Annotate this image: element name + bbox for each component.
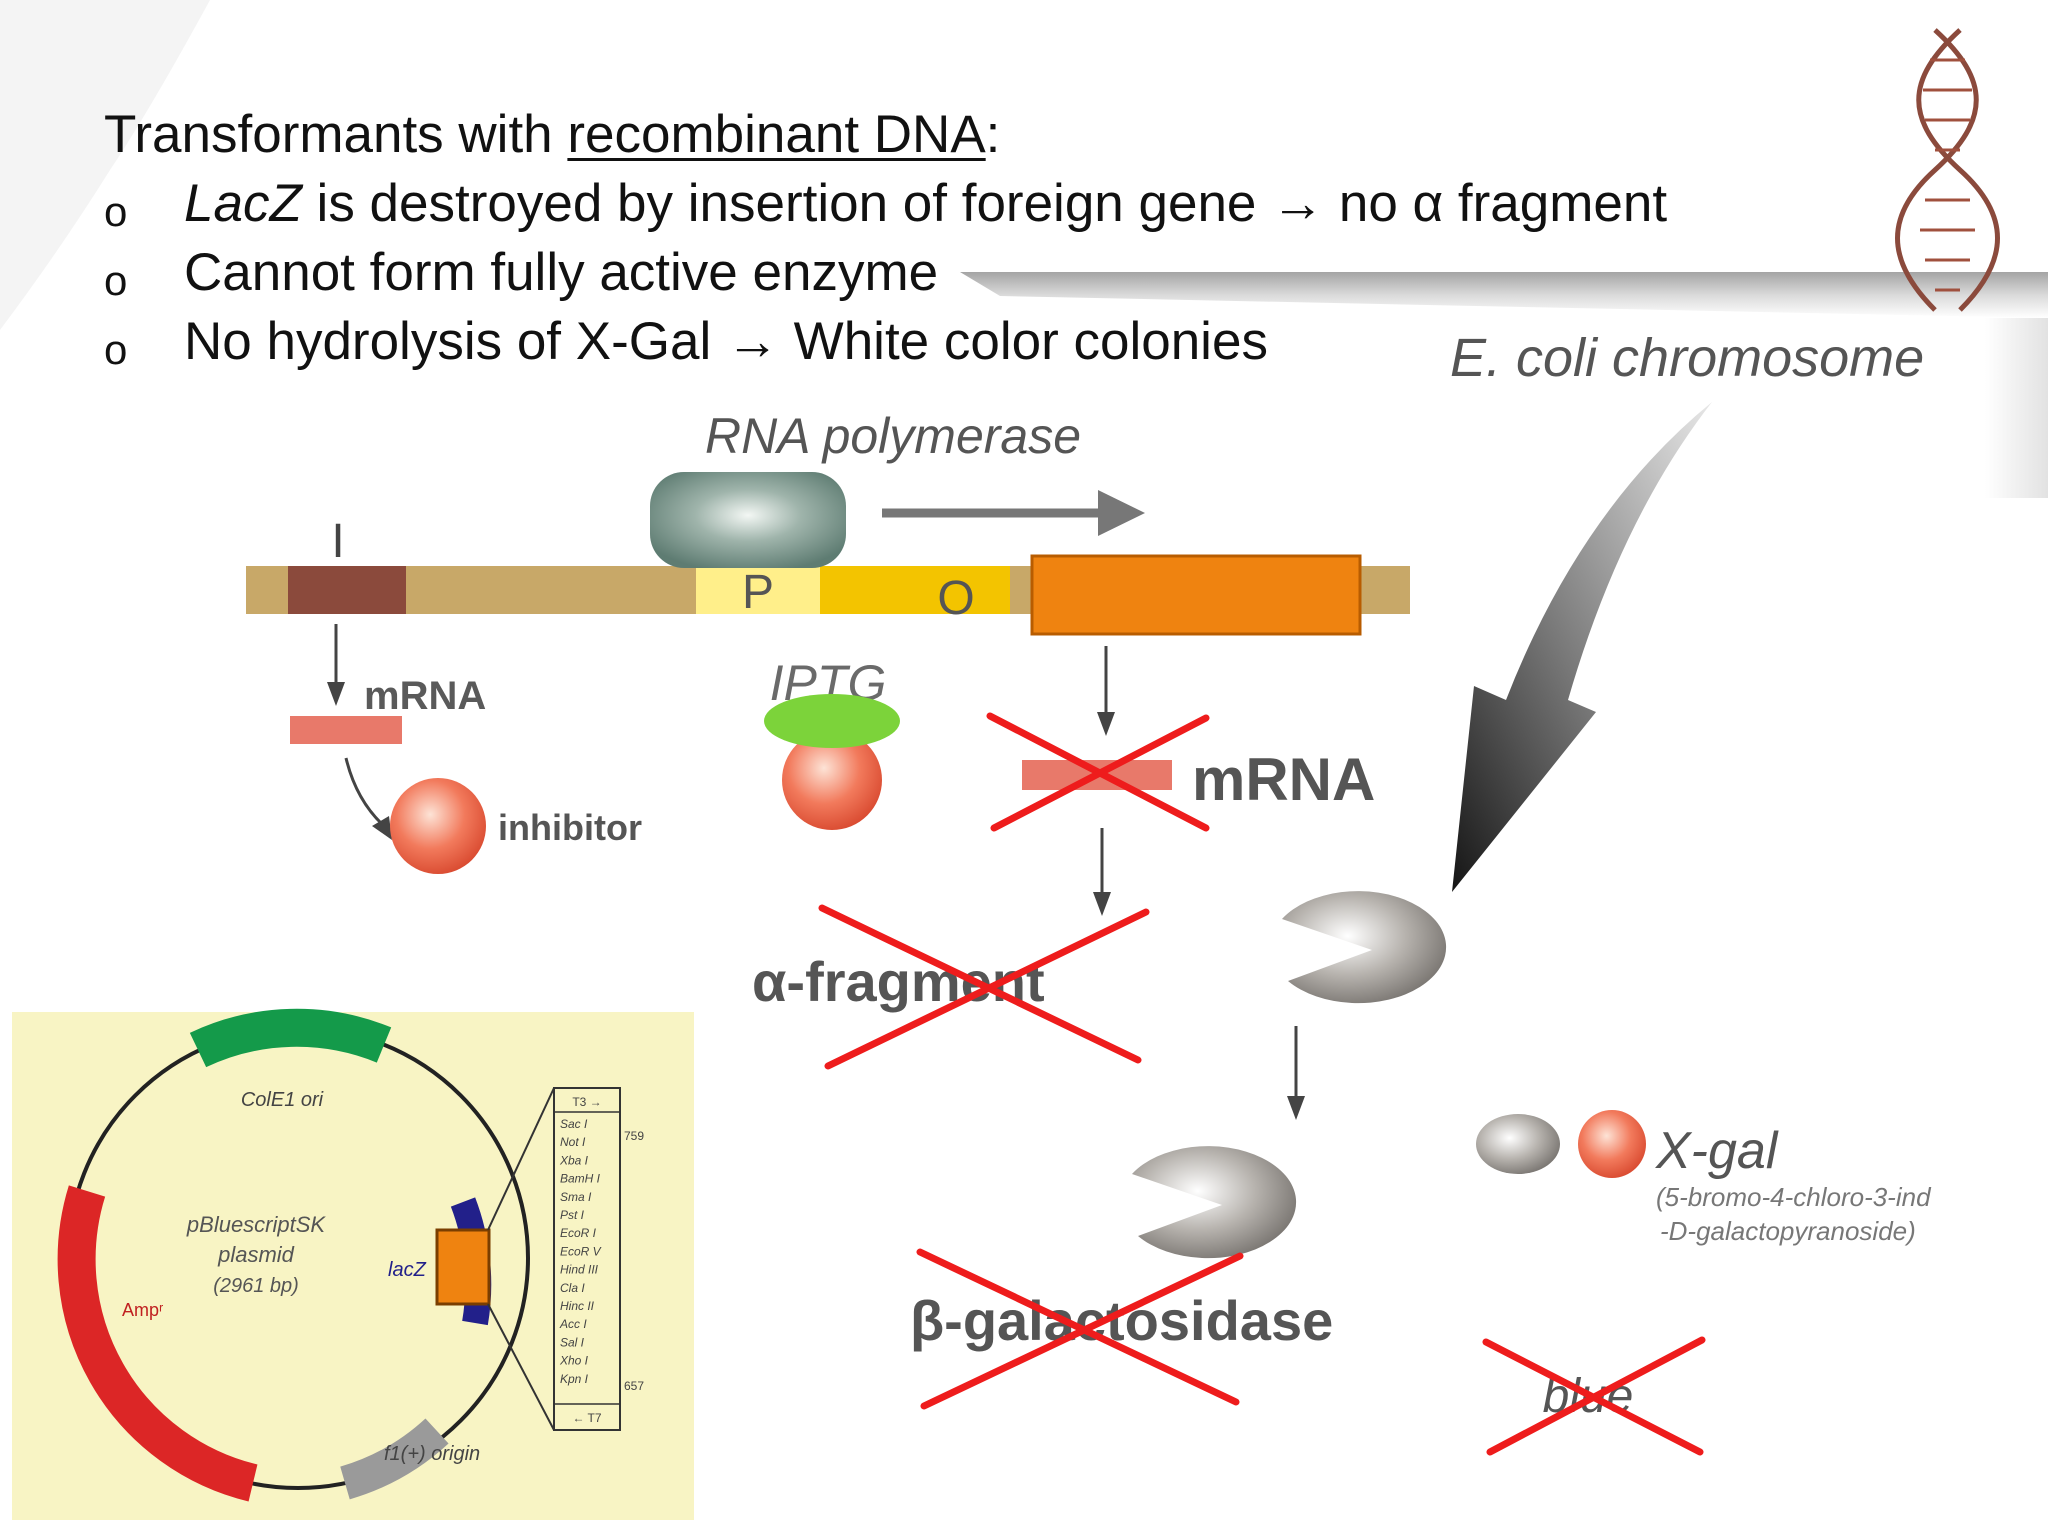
heading-suffix: : — [985, 105, 1001, 164]
big-curved-arrow-icon — [1452, 402, 1712, 892]
mrna-right-label: mRNA — [1192, 746, 1375, 813]
mcs-pos-top: 759 — [624, 1129, 644, 1143]
xgal-orange-half — [1578, 1110, 1646, 1178]
inhibitor-label: inhibitor — [498, 807, 642, 848]
bullet-1: o LacZ is destroyed by insertion of fore… — [104, 169, 1667, 238]
transcription-arrow-icon — [1098, 490, 1145, 536]
cross-alpha-icon — [818, 904, 1150, 1070]
heading-prefix: Transformants with — [104, 105, 568, 164]
mcs-site: Hind III — [560, 1263, 599, 1277]
plasmid-background — [12, 1012, 694, 1520]
xgal-grey-half — [1476, 1114, 1560, 1174]
gene-i-block — [288, 566, 406, 614]
bullet-1-text: LacZ is destroyed by insertion of foreig… — [184, 169, 1667, 238]
plasmid-name-line3: (2961 bp) — [213, 1275, 299, 1297]
iptg-group: IPTG — [764, 655, 900, 830]
iptg-molecule — [764, 694, 900, 748]
bullet-3-text: No hydrolysis of X-Gal → White color col… — [184, 312, 1268, 371]
f1-arc — [339, 1418, 449, 1500]
promoter-block — [696, 566, 820, 614]
mcs-site: BamH I — [560, 1172, 601, 1186]
operator-block — [820, 566, 1010, 614]
mcs-site: Sma I — [560, 1190, 592, 1204]
iptg-repressor-ball — [782, 730, 882, 830]
mcs-top: T3 → — [572, 1095, 601, 1109]
ecoli-path: E. coli chromosome β-galactosidase — [910, 328, 1924, 1352]
cross-beta-gal-icon — [916, 1248, 1244, 1410]
promoter-label: P — [742, 566, 774, 619]
inhibitor-ball — [390, 778, 486, 874]
cross-blue-icon — [1482, 1336, 1706, 1456]
rna-polymerase-label: RNA polymerase — [705, 408, 1081, 464]
xgal-label: X-gal — [1655, 1122, 1779, 1180]
bullet-marker: o — [104, 326, 128, 373]
bullet-marker: o — [104, 257, 128, 304]
bullet-text-block: Transformants with recombinant DNA: o La… — [104, 100, 1667, 376]
bullet-marker: o — [104, 188, 128, 235]
bullet-1-italic: LacZ — [184, 174, 302, 233]
red-crosses — [818, 712, 1706, 1456]
cross-mrna-icon — [986, 712, 1210, 832]
mrna-left-label: mRNA — [364, 674, 486, 718]
f1-origin-label: f1(+) origin — [384, 1443, 480, 1465]
mcs-bottom: ← T7 — [572, 1411, 601, 1425]
plasmid-name-line2: plasmid — [217, 1242, 295, 1267]
mcs-pos-bottom: 657 — [624, 1379, 644, 1393]
mcs-site: EcoR V — [560, 1244, 602, 1258]
bullet-1-body: is destroyed by insertion of foreign gen… — [301, 174, 1668, 233]
mcs-site: Sal I — [560, 1335, 585, 1349]
ori-label: ColE1 ori — [241, 1089, 324, 1111]
mrna-left-bar — [290, 716, 402, 744]
heading-underlined: recombinant DNA — [567, 105, 986, 164]
bullet-2-text: Cannot form fully active enzyme — [184, 243, 939, 302]
xgal-chem-line1: (5-bromo-4-chloro-3-ind — [1656, 1182, 1932, 1212]
plasmid-map: ColE1 ori pBluescriptSK plasmid (2961 bp… — [12, 1008, 694, 1520]
dna-helix-icon — [1895, 28, 2000, 312]
mcs-box — [553, 1087, 621, 1431]
mcs-site: Cla I — [560, 1281, 585, 1295]
bullet-2: o Cannot form fully active enzyme — [104, 238, 1000, 307]
rna-polymerase: RNA polymerase — [650, 408, 1145, 568]
mcs-site: Not I — [560, 1135, 586, 1149]
inhibitor-branch: mRNA inhibitor — [290, 624, 642, 874]
xgal-group: X-gal (5-bromo-4-chloro-3-ind -D-galacto… — [1476, 1110, 1932, 1423]
mcs-site-list: Sac I Not I Xba I BamH I Sma I Pst I EcoR I Eco… — [559, 1117, 602, 1386]
mcs-site: EcoR I — [560, 1226, 597, 1240]
gene-i-label: I — [331, 515, 344, 568]
mcs-site: Kpn I — [560, 1372, 589, 1386]
mcs-site: Pst I — [560, 1208, 585, 1222]
beta-galactosidase-label: β-galactosidase — [910, 1289, 1333, 1352]
lac-operon: I P O — [246, 515, 1410, 636]
ori-arc — [189, 1008, 392, 1068]
ampr-arc — [57, 1185, 258, 1502]
rna-polymerase-shape — [650, 472, 846, 568]
mcs-site: Xho I — [559, 1354, 589, 1368]
lacz-insert-block — [435, 1228, 491, 1306]
slide-heading: Transformants with recombinant DNA: — [104, 100, 1000, 169]
amp-label: Ampʳ — [122, 1300, 163, 1320]
background-decoration — [0, 0, 2048, 498]
plasmid-name-line1: pBluescriptSK — [186, 1212, 327, 1237]
alpha-acceptor-shape — [1282, 891, 1447, 1004]
operator-label: O — [937, 572, 974, 625]
bullet-3: o No hydrolysis of X-Gal → White color c… — [104, 307, 1268, 376]
mcs-site: Acc I — [559, 1317, 587, 1331]
xgal-chem-line2: -D-galactopyranoside) — [1660, 1216, 1916, 1246]
mcs-site: Hinc II — [560, 1299, 595, 1313]
beta-gal-shape — [1132, 1146, 1297, 1259]
ecoli-chromosome-label: E. coli chromosome — [1450, 328, 1924, 388]
mcs-site: Xba I — [559, 1153, 589, 1167]
lacz-orange-block — [1030, 554, 1362, 636]
lacz-label: lacZ — [388, 1259, 427, 1281]
mcs-site: Sac I — [560, 1117, 588, 1131]
